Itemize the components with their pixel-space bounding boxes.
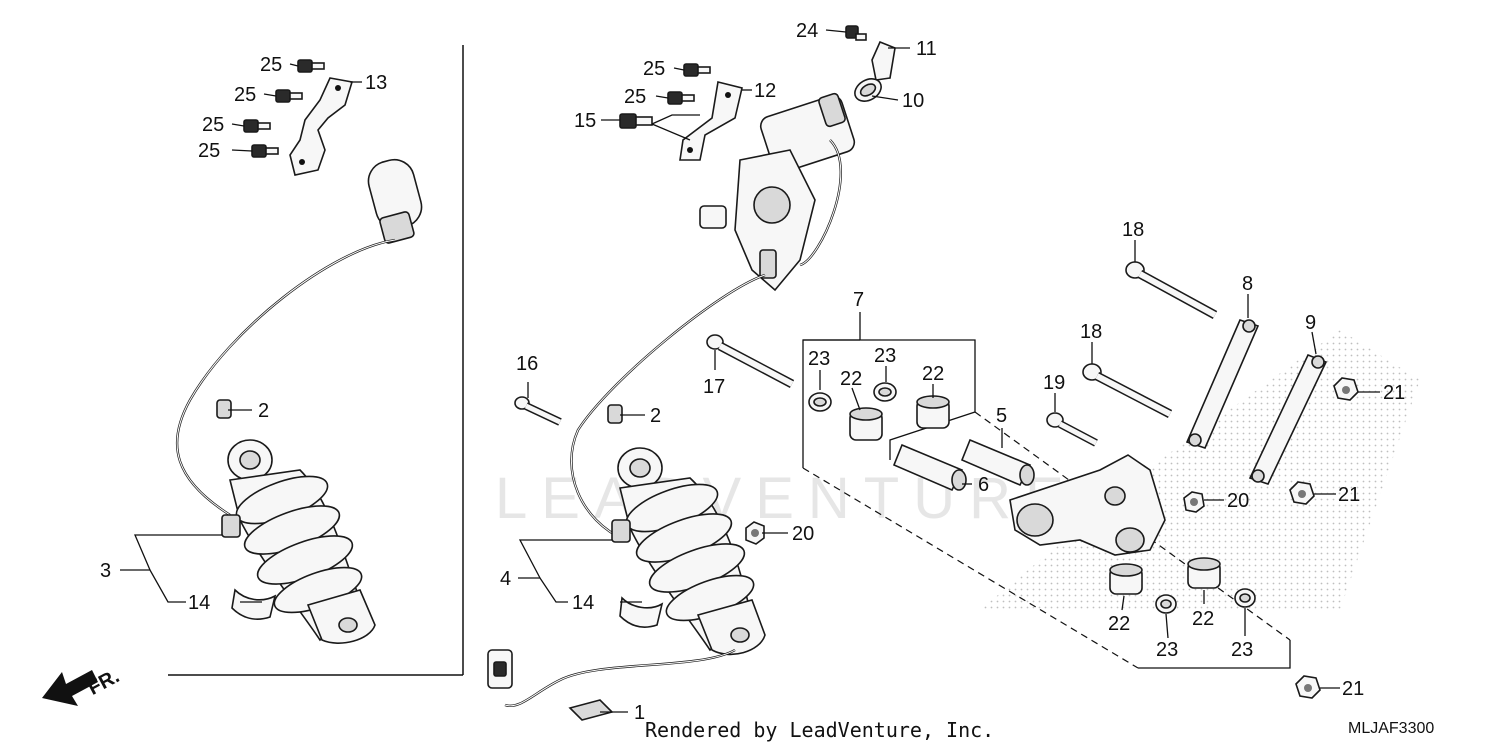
- bolt-19: [1046, 412, 1098, 447]
- bracket-12: [679, 81, 743, 161]
- nut-21-upper: [1333, 377, 1359, 401]
- bracket-13: [289, 77, 354, 176]
- bolt-25-group-center: [667, 63, 711, 105]
- shock-arm: [1009, 454, 1166, 556]
- clip-1: [568, 699, 614, 721]
- callout-25-center-1: 25: [643, 58, 665, 80]
- callout-13: 13: [365, 72, 387, 94]
- leader-lines: [120, 29, 1380, 713]
- callout-21-lower: 21: [1342, 678, 1364, 700]
- callout-21-upper: 21: [1383, 382, 1405, 404]
- seal-23-d: [1234, 588, 1256, 608]
- callout-18-upper: 18: [1122, 219, 1144, 241]
- callout-23-c: 23: [1156, 639, 1178, 661]
- link-plate-9: [1248, 353, 1328, 485]
- watermark: LEADVENTURE: [495, 466, 1078, 531]
- bolt-18-upper: [1125, 261, 1218, 319]
- bolt-15: [619, 113, 653, 129]
- callout-21-middle: 21: [1338, 484, 1360, 506]
- callout-23-d: 23: [1231, 639, 1253, 661]
- front-direction-arrow: FR.: [42, 665, 123, 706]
- bolt-18-lower: [1082, 363, 1173, 418]
- callout-19: 19: [1043, 372, 1065, 394]
- callout-22-a: 22: [840, 368, 862, 390]
- callout-15: 15: [574, 110, 596, 132]
- bearing-22-b: [916, 395, 950, 429]
- callout-9: 9: [1305, 312, 1316, 334]
- callout-7: 7: [853, 289, 864, 311]
- collar-6: [892, 443, 967, 492]
- callout-25-center-2: 25: [624, 86, 646, 108]
- callout-23-b: 23: [874, 345, 896, 367]
- callout-20-right: 20: [1227, 490, 1249, 512]
- center-shock-assembly: [487, 92, 856, 708]
- callout-1: 1: [634, 702, 645, 724]
- callout-25-left-4: 25: [198, 140, 220, 162]
- callout-16: 16: [516, 353, 538, 375]
- link-plate-8: [1185, 319, 1260, 449]
- callout-25-left-2: 25: [234, 84, 256, 106]
- callout-6: 6: [978, 474, 989, 496]
- callout-17: 17: [703, 376, 725, 398]
- bearing-22-a: [849, 407, 883, 441]
- callout-14-left: 14: [188, 592, 210, 614]
- band-10: [854, 78, 882, 102]
- callout-22-d: 22: [1192, 608, 1214, 630]
- footer-credit: Rendered by LeadVenture, Inc.: [645, 718, 995, 742]
- callout-11: 11: [916, 38, 937, 60]
- callout-2-center: 2: [650, 405, 661, 427]
- callout-20-center: 20: [792, 523, 814, 545]
- callout-22-c: 22: [1108, 613, 1130, 635]
- callout-3: 3: [100, 560, 111, 582]
- direction-label: FR.: [84, 665, 123, 700]
- bolt-16: [514, 396, 562, 426]
- seal-23-b: [873, 382, 897, 402]
- bearing-22-d: [1187, 557, 1221, 589]
- nut-20-right: [1183, 491, 1205, 513]
- callout-10: 10: [902, 90, 924, 112]
- bolt-17: [706, 334, 795, 388]
- callout-8: 8: [1242, 273, 1253, 295]
- callout-14-center: 14: [572, 592, 594, 614]
- left-shock-assembly: [175, 158, 423, 644]
- callout-labels: 1 2 2 3 4 5 6 7 8 9 10 11 12 13 14 14 15…: [100, 20, 1405, 724]
- callout-24: 24: [796, 20, 818, 42]
- bearing-22-c: [1109, 563, 1143, 595]
- nut-21-lower: [1295, 675, 1321, 699]
- seal-23-c: [1155, 594, 1177, 614]
- collar-5: [960, 438, 1035, 487]
- callout-5: 5: [996, 405, 1007, 427]
- callout-4: 4: [500, 568, 511, 590]
- nut-20-center: [745, 521, 765, 545]
- clamp-11-and-bolt-24: [845, 25, 896, 81]
- callout-25-left-1: 25: [260, 54, 282, 76]
- callout-2-left: 2: [258, 400, 269, 422]
- diagram-code: MLJAF3300: [1348, 720, 1435, 737]
- nut-21-middle: [1289, 481, 1315, 505]
- callout-12: 12: [754, 80, 776, 102]
- callout-25-left-3: 25: [202, 114, 224, 136]
- callout-22-b: 22: [922, 363, 944, 385]
- callout-23-a: 23: [808, 348, 830, 370]
- seal-23-a: [808, 392, 832, 412]
- callout-18-lower: 18: [1080, 321, 1102, 343]
